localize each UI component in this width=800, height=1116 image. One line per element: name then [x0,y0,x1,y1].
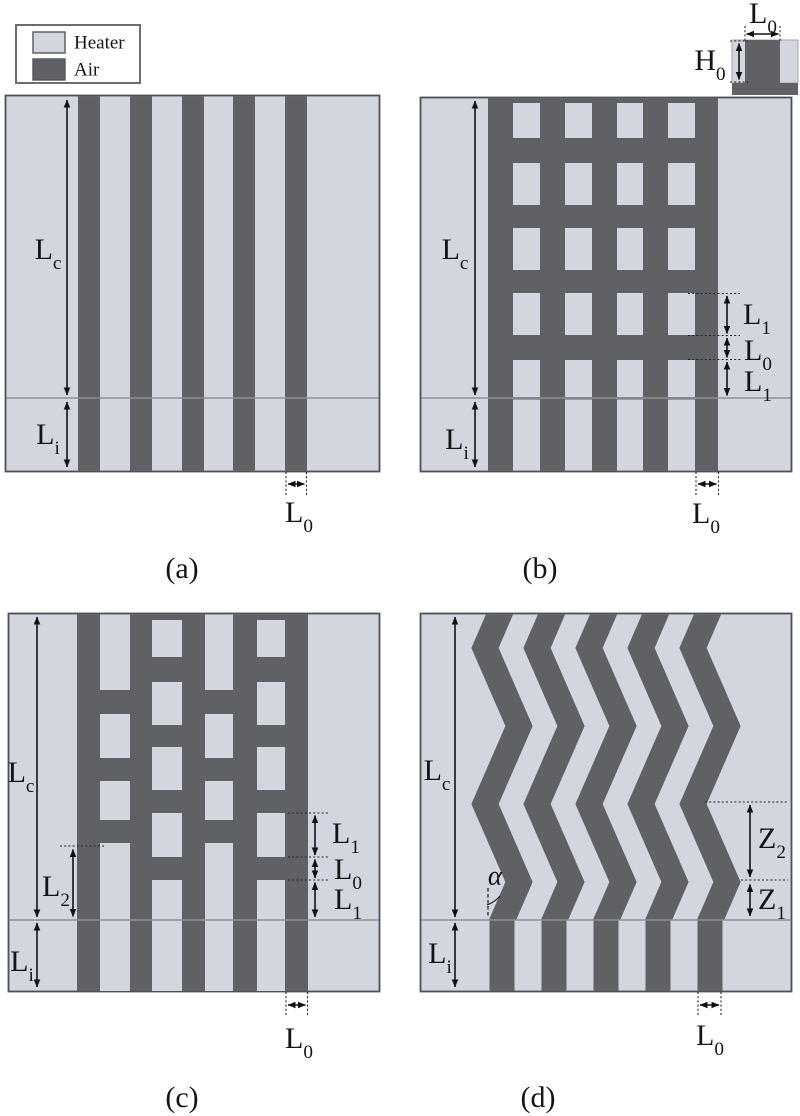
panel-d-lc-label: Lc [423,754,451,796]
panel-b-heater-windows [513,103,695,471]
panel-c-li-label: Li [10,945,34,987]
panel-d-graphics [419,612,793,1015]
panel-a-graphics [4,94,381,495]
panel-b-li-label: Li [445,423,469,465]
legend-heater-label: Heater [74,32,125,54]
panel-c-lc-label: Lc [7,756,35,798]
panel-d-zigzag-stripes [471,614,741,920]
panel-b-graphics [419,96,793,495]
panel-a-caption: (a) [165,552,199,585]
panel-c-l1-bottom-label: L1 [334,883,362,925]
panel-d-z1-label: Z1 [758,883,786,925]
panel-a-air-stripes [78,96,307,471]
panel-a-l0-label: L0 [285,496,313,538]
cross-section-inset [730,26,799,95]
panel-d-z2-label: Z2 [758,822,786,864]
inset-l0-label: L0 [749,0,777,39]
panel-a-lc-label: Lc [34,233,62,275]
panel-d-air-stripes [489,920,723,991]
panel-c-l0-label: L0 [285,1022,313,1064]
panel-b-l0-label: L0 [692,497,720,539]
panel-d-alpha-label: α [487,860,503,891]
panel-b-caption: (b) [522,552,558,585]
panel-d-li-label: Li [428,937,452,979]
legend-heater-swatch [32,31,66,54]
panel-b-l1-top-label: L1 [743,298,771,340]
panel-c-graphics [7,612,381,1015]
panel-c-l1-top-label: L1 [332,817,360,859]
inset-h0-label: H0 [694,44,726,86]
panel-b-l1-bottom-label: L1 [744,365,772,407]
legend-air-label: Air [74,59,100,81]
legend-air-swatch [32,58,66,81]
panel-d-l0-label: L0 [696,1019,724,1061]
panel-a-li-label: Li [36,418,60,460]
panel-c-caption: (c) [165,1081,199,1114]
legend-box [15,24,141,84]
panel-c-heater-windows [100,614,285,991]
panel-b-lc-label: Lc [441,233,469,275]
panel-d-caption: (d) [520,1081,556,1114]
panel-c-l0-side-label: L0 [334,853,362,895]
panel-b-l0-side-label: L0 [744,334,772,376]
panel-c-l2-label: L2 [42,870,70,912]
